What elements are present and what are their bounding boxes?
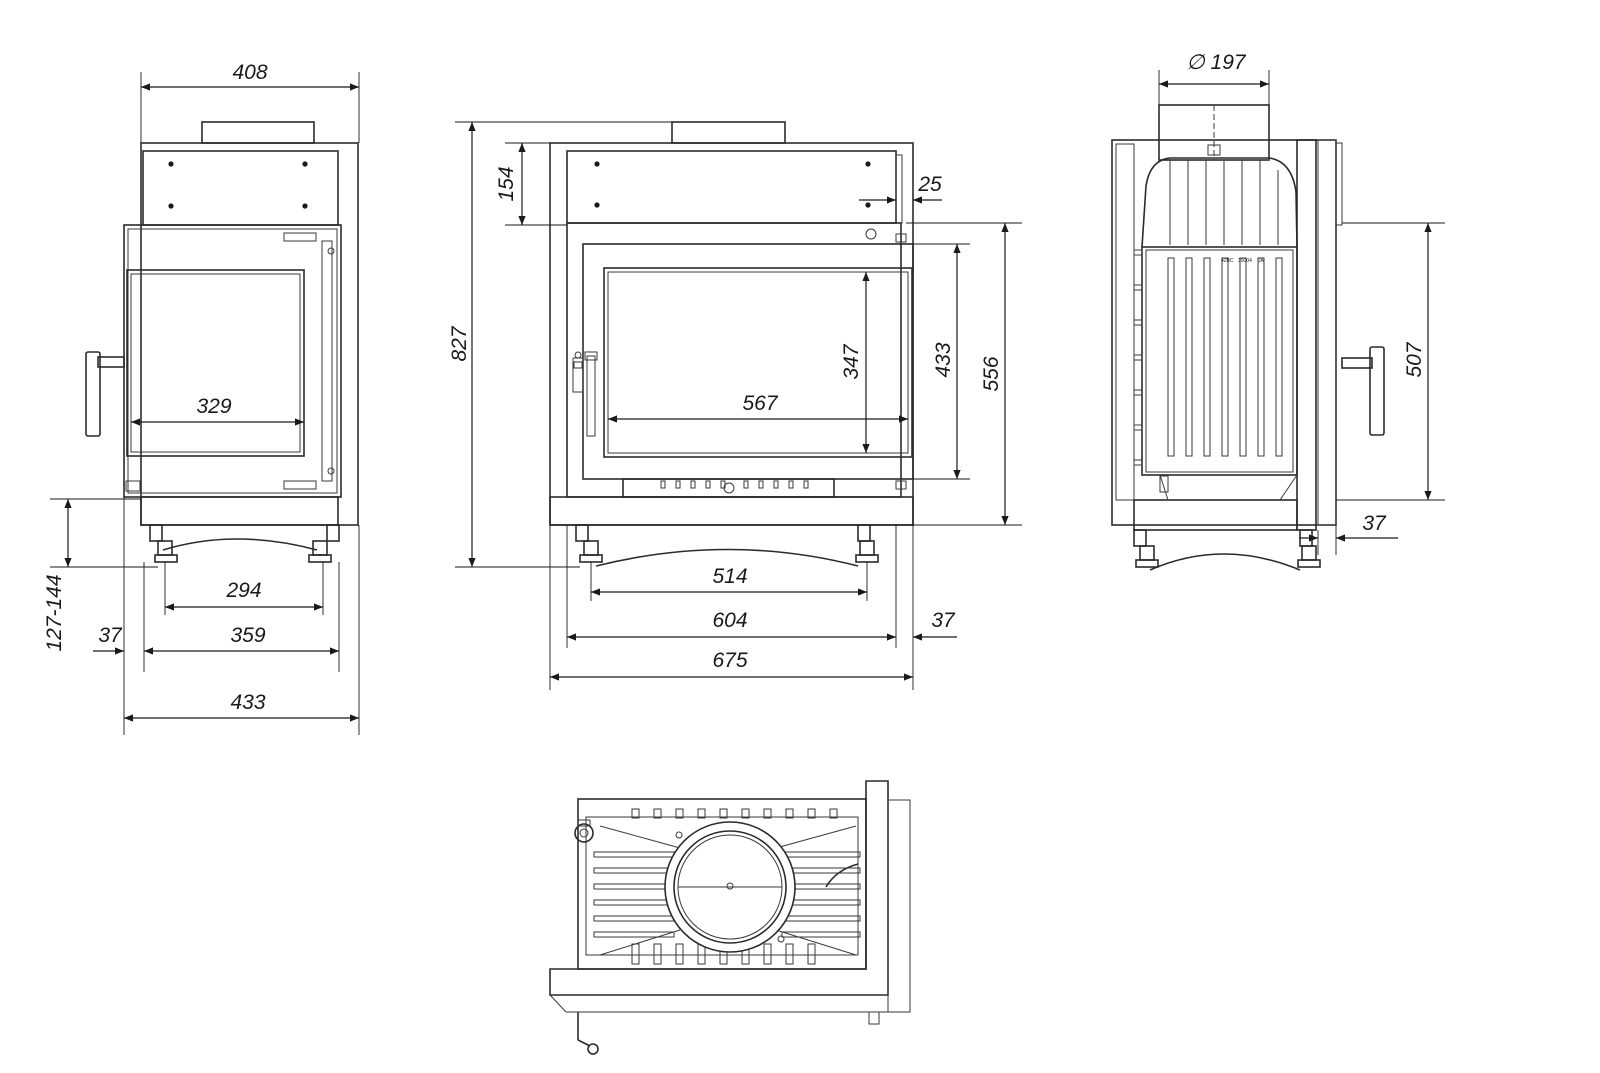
dim-front-offset-top: 25 (917, 173, 942, 196)
dim-front-base: 604 (712, 609, 747, 632)
dim-front-total-width: 675 (712, 649, 747, 672)
rear-plate-text-3: JA (1258, 258, 1265, 264)
dim-side-top-width: 408 (232, 61, 267, 84)
rear-body-ribs (1167, 257, 1283, 457)
dim-front-body-height: 556 (980, 356, 1003, 391)
plan-left-fins (593, 851, 675, 938)
rear-side-fins (1133, 249, 1143, 466)
plan-view (549, 780, 911, 1055)
dim-front-leg-spacing: 514 (712, 565, 747, 588)
front-vent-slots (660, 480, 809, 489)
dim-front-top-panel: 154 (495, 166, 518, 201)
dim-rear-height: 507 (1403, 341, 1426, 377)
rear-plate-text-1: 42BC (1221, 258, 1234, 264)
dim-rear-offset: 37 (1362, 512, 1387, 535)
side-view-dimensions: 408 329 294 359 37 433 127-144 (43, 61, 360, 735)
dim-side-inner-width: 329 (196, 395, 231, 418)
plan-top-teeth (631, 808, 838, 819)
dim-front-door-height: 433 (932, 342, 955, 377)
rear-plate-text-2: 30004 (1238, 258, 1252, 264)
dim-side-leg-spacing: 294 (225, 579, 261, 602)
side-view (85, 121, 359, 563)
rear-upper-ribs (1169, 160, 1279, 245)
dim-side-leg-height: 127-144 (43, 574, 66, 651)
rear-view: 42BC 30004 JA (1111, 104, 1385, 571)
dim-front-glass-width: 567 (742, 392, 778, 415)
dim-side-base: 359 (230, 624, 265, 647)
rear-view-dimensions: ∅ 197 507 37 (1158, 51, 1445, 555)
dim-rear-flue-diameter: ∅ 197 (1186, 51, 1246, 74)
front-view (549, 121, 914, 567)
dim-side-offset: 37 (98, 624, 123, 647)
dim-side-total: 433 (230, 691, 265, 714)
dim-front-total-height: 827 (448, 325, 471, 361)
front-view-dimensions: 827 154 25 567 347 433 556 514 604 37 (448, 121, 1022, 690)
dim-front-glass-height: 347 (840, 343, 863, 379)
dim-front-offset-right: 37 (931, 609, 956, 632)
